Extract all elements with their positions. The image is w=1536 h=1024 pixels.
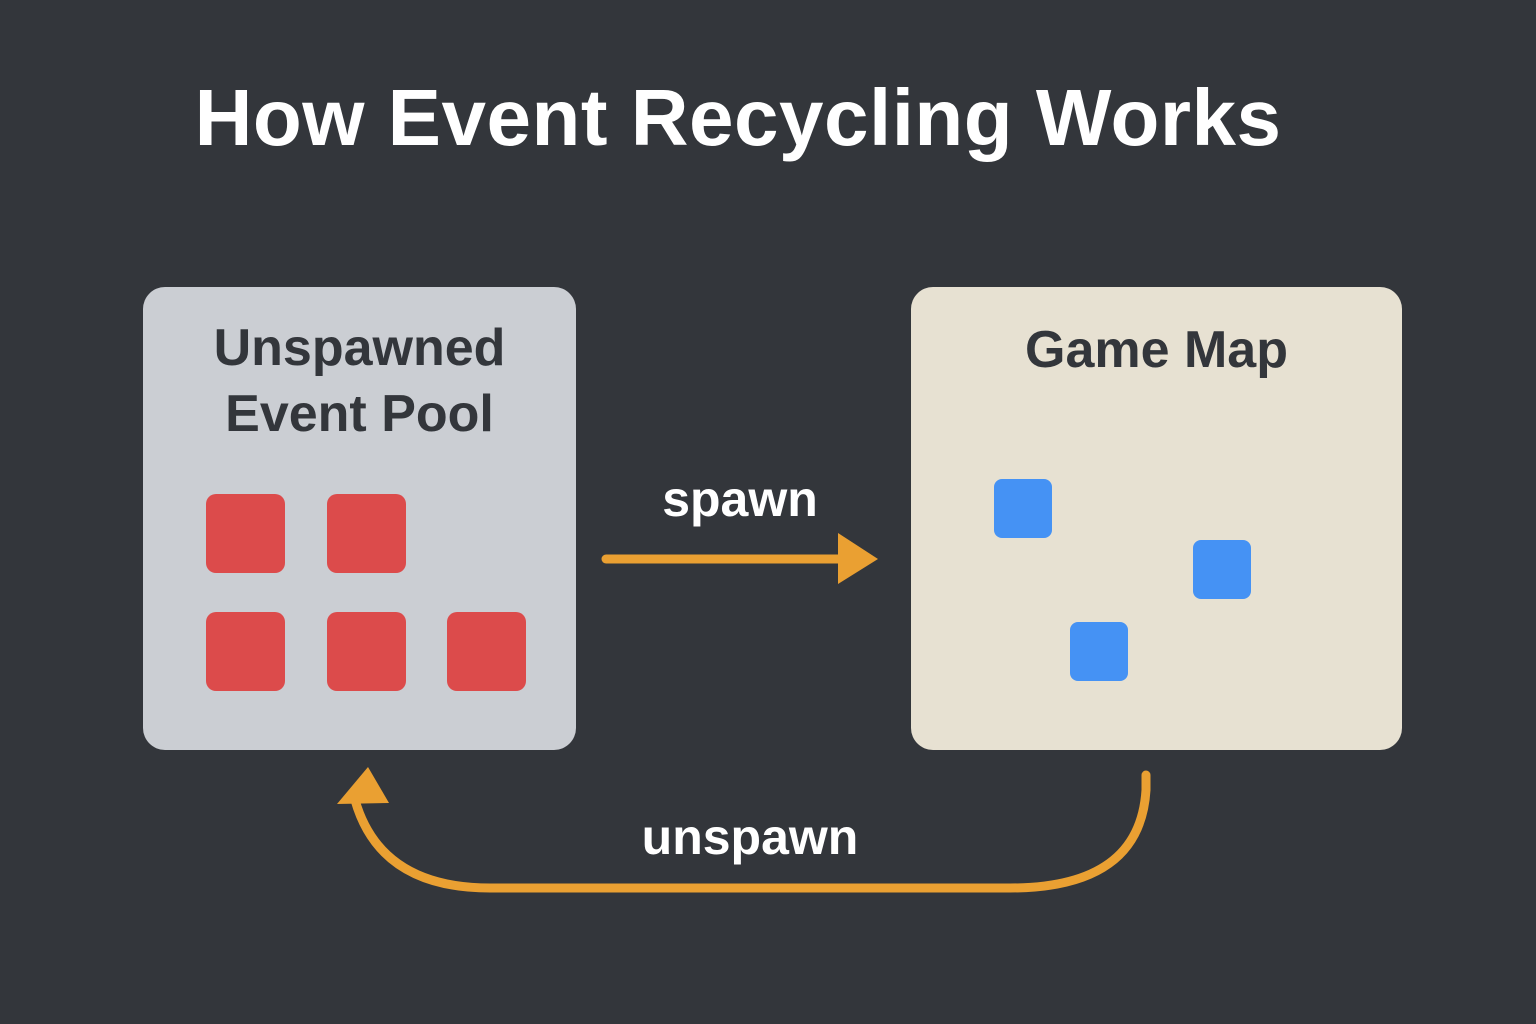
unspawned-event-token <box>327 612 406 691</box>
game-map: Game Map <box>911 287 1402 750</box>
unspawn-arrow <box>337 767 1151 893</box>
spawn-arrow <box>601 533 878 584</box>
pool-title: Unspawned Event Pool <box>143 315 576 447</box>
unspawned-event-pool: Unspawned Event Pool <box>143 287 576 750</box>
spawn-arrow-head <box>838 533 878 584</box>
spawned-event-token <box>994 479 1052 538</box>
unspawned-event-token <box>206 494 285 573</box>
unspawn-label: unspawn <box>641 809 859 865</box>
unspawn-arrow-head <box>337 767 389 804</box>
spawned-event-token <box>1070 622 1128 681</box>
unspawned-event-token <box>447 612 526 691</box>
map-title: Game Map <box>1025 321 1288 379</box>
spawn-label: spawn <box>662 471 818 527</box>
pool-title-line1: Unspawned <box>213 319 506 377</box>
unspawn-arrow-path <box>350 770 1151 893</box>
unspawned-event-token <box>327 494 406 573</box>
spawned-event-token <box>1193 540 1251 599</box>
diagram-title: How Event Recycling Works <box>194 73 1282 162</box>
pool-title-line2: Event Pool <box>225 385 494 443</box>
unspawned-event-token <box>206 612 285 691</box>
